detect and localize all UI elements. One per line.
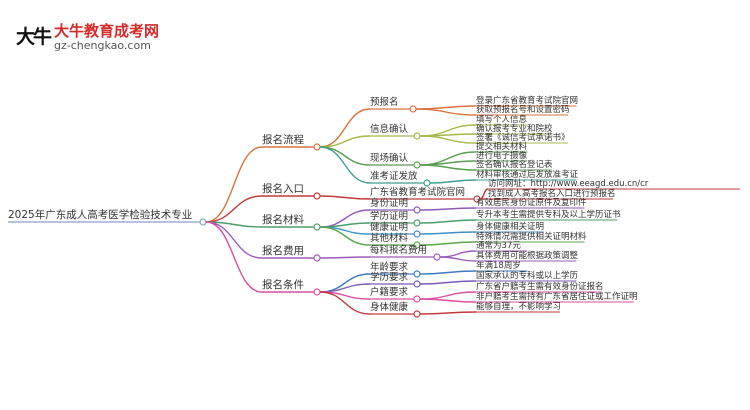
child-label: 现场确认	[370, 152, 409, 164]
branch-label: 报名材料	[262, 213, 304, 226]
branch-label: 报名流程	[262, 133, 304, 146]
leaf-label: 身体健康相关证明	[476, 221, 544, 232]
logo-mark: 大牛	[16, 26, 52, 48]
branch-label: 报名入口	[262, 182, 304, 195]
logo-subtitle: gz-chengkao.com	[54, 39, 151, 52]
leaf-connector	[419, 160, 477, 166]
child-label: 其他材料	[370, 232, 409, 244]
leaf-connector	[415, 108, 477, 116]
leaf-label: 有效居民身份证原件及复印件	[476, 197, 587, 208]
leaf-label: 进行电子摄像	[476, 150, 528, 161]
leaf-label: 访问网址：http://www.eeagd.edu.cn/cr	[488, 178, 649, 189]
branch-label: 报名条件	[262, 278, 304, 291]
leaf-label: 特殊情况需提供相关证明材料	[476, 231, 587, 242]
child-node-handle[interactable]	[413, 310, 421, 318]
site-logo[interactable]: 大牛 大牛教育成考网 gz-chengkao.com	[16, 20, 176, 56]
leaf-label: 非户籍考生需持有广东省居住证或工作证明	[476, 291, 638, 302]
leaf-label: 年满18周岁	[476, 260, 521, 271]
branch-connector	[205, 195, 263, 223]
child-label: 准考证发放	[370, 170, 418, 182]
child-connector	[319, 222, 371, 228]
child-label: 信息确认	[370, 123, 409, 135]
child-node-handle[interactable]	[423, 179, 431, 187]
leaf-label: 找到成人高考报名入口进行预报名	[488, 188, 616, 199]
child-node-handle[interactable]	[413, 161, 421, 169]
leaf-connector	[419, 219, 477, 224]
branch-label: 报名费用	[262, 244, 304, 257]
child-node-handle[interactable]	[413, 230, 421, 238]
child-node-handle[interactable]	[413, 270, 421, 278]
leaf-connector	[439, 256, 477, 262]
child-label: 预报名	[370, 96, 399, 108]
leaf-connector	[429, 179, 477, 184]
child-label: 身体健康	[370, 301, 409, 313]
child-node-handle[interactable]	[413, 295, 421, 303]
child-label: 每科报名费用	[370, 244, 427, 256]
child-label: 年龄要求	[370, 261, 409, 273]
leaf-label: 登录广东省教育考试院官网	[476, 95, 578, 106]
root-node-label: 2025年广东成人高考医学检验技术专业	[8, 208, 192, 221]
child-node-handle[interactable]	[413, 132, 421, 140]
leaf-connector	[419, 311, 477, 315]
branch-node-handle[interactable]	[313, 223, 321, 231]
leaf-label: 通常为37元	[476, 240, 521, 251]
branch-connector	[205, 221, 263, 259]
child-connector	[319, 195, 371, 200]
child-node-handle[interactable]	[413, 206, 421, 214]
child-node-handle[interactable]	[413, 219, 421, 227]
branch-node-handle[interactable]	[313, 254, 321, 262]
leaf-connector	[419, 241, 477, 246]
leaf-label: 具体费用可能根据政策调整	[476, 250, 579, 261]
leaf-label: 专升本考生需提供专科及以上学历证书	[476, 209, 621, 220]
leaf-connector	[439, 250, 477, 258]
child-label: 健康证明	[370, 221, 408, 233]
child-connector	[319, 226, 371, 246]
child-label: 身份证明	[370, 197, 408, 209]
leaf-connector	[419, 280, 477, 285]
branch-node-handle[interactable]	[313, 143, 321, 151]
leaf-label: 签名确认报名登记表	[476, 159, 553, 170]
branch-node-handle[interactable]	[313, 192, 321, 200]
child-label: 广东省教育考试院官网	[370, 186, 465, 198]
branch-connector	[205, 221, 263, 293]
leaf-connector	[419, 135, 477, 144]
leaf-connector	[419, 298, 477, 303]
child-connector	[319, 146, 371, 184]
branch-connector	[205, 146, 263, 223]
branch-node-handle[interactable]	[313, 288, 321, 296]
child-connector	[319, 273, 371, 293]
leaf-label: 能够自理，不影响学习	[476, 301, 561, 312]
child-connector	[319, 146, 371, 166]
leaf-label: 获取预报名号和设置密码	[476, 104, 570, 115]
child-label: 户籍要求	[370, 286, 409, 298]
child-connector	[319, 291, 371, 315]
root-node-handle[interactable]	[199, 218, 207, 226]
leaf-connector	[415, 105, 477, 110]
leaf-label: 广东省户籍考生需有效身份证报名	[476, 281, 604, 292]
leaf-label: 确认报考专业和院校	[476, 123, 553, 134]
child-node-handle[interactable]	[413, 280, 421, 288]
leaf-connector	[419, 164, 477, 171]
child-connector	[319, 108, 371, 148]
leaf-label: 签署《诚信考试承诺书》	[476, 132, 570, 143]
child-label: 学历证明	[370, 210, 408, 222]
leaf-connector	[419, 291, 477, 300]
leaf-label: 提交相关材料	[476, 141, 528, 152]
child-label: 学历要求	[370, 271, 409, 283]
leaf-label: 材料审核通过后发放准考证	[476, 169, 579, 180]
leaf-connector	[419, 207, 477, 211]
leaf-connector	[419, 231, 477, 235]
leaf-connector	[419, 270, 477, 275]
child-node-handle[interactable]	[409, 105, 417, 113]
child-connector	[319, 256, 371, 259]
child-node-handle[interactable]	[433, 253, 441, 261]
leaf-label: 填写个人信息	[476, 114, 528, 125]
leaf-label: 国家承认的专科或以上学历	[476, 270, 579, 281]
logo-title: 大牛教育成考网	[54, 22, 160, 40]
